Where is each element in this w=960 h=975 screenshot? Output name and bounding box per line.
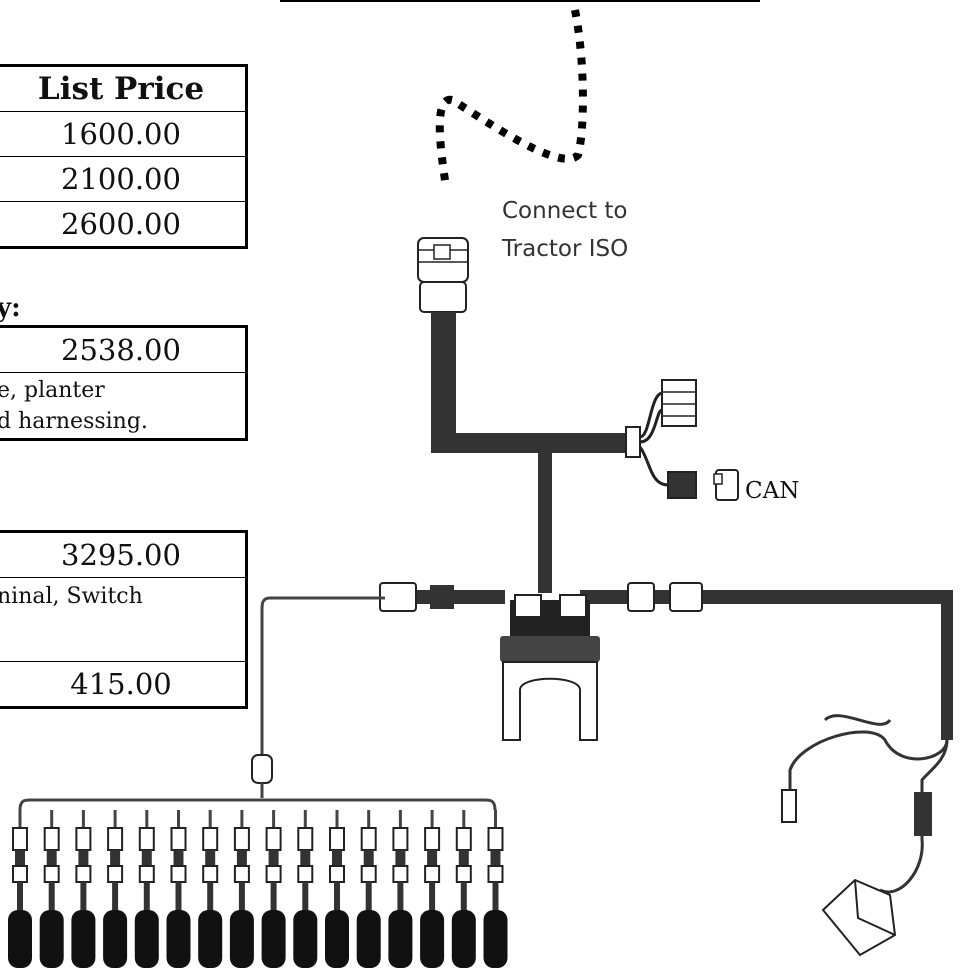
kit2-addon-price: 415.00	[0, 661, 245, 706]
row-unit-connector	[388, 810, 413, 968]
row-unit-connector	[325, 810, 349, 968]
row-unit-connector	[293, 810, 318, 968]
row-unit-connector	[166, 810, 191, 968]
kit2-price: 3295.00	[61, 538, 181, 572]
trunk-cable	[431, 312, 456, 452]
row-unit-connector	[229, 810, 254, 968]
row-unit-connector	[420, 810, 445, 968]
kit1-price: 2538.00	[61, 333, 181, 367]
list-price-header: List Price	[37, 71, 205, 107]
price-row-1: 1600.00	[0, 111, 245, 156]
row-unit-connector	[356, 810, 381, 968]
row-unit-connector	[103, 810, 128, 968]
row-unit-connectors	[8, 810, 508, 968]
dotted-cable	[435, 9, 587, 189]
row-unit-connector	[39, 810, 64, 968]
kit1-desc-line1: e, planter	[0, 372, 245, 406]
ecu-module	[500, 594, 600, 741]
can-label: CAN	[745, 478, 800, 504]
radar-sensor-assembly	[781, 714, 949, 957]
list-price-table: List Price 1600.00 2100.00 2600.00	[0, 64, 248, 249]
price-row-3: 2600.00	[0, 201, 245, 246]
connect-label-line1: Connect to	[502, 198, 628, 224]
kit-price-table-2: 3295.00 ninal, Switch 415.00	[0, 530, 248, 709]
row-unit-connector	[451, 810, 476, 968]
price-row-2: 2100.00	[0, 156, 245, 201]
ecu-trunk	[538, 453, 552, 593]
row-unit-cable	[260, 596, 385, 755]
section2-label: y:	[0, 293, 21, 323]
row-unit-connector	[8, 810, 32, 968]
power-connector	[639, 379, 697, 444]
row-unit-connector	[198, 810, 223, 968]
connect-label-line2: Tractor ISO	[502, 236, 629, 262]
row-unit-connector	[134, 810, 159, 968]
row-unit-connector	[71, 810, 96, 968]
row-unit-connector	[483, 810, 508, 968]
kit2-desc-line1: ninal, Switch	[0, 577, 245, 661]
horizontal-cable	[431, 433, 631, 453]
iso-connector	[417, 237, 469, 313]
kit1-desc-line2: d harnessing.	[0, 409, 148, 434]
can-connector	[638, 446, 739, 501]
kit-price-table-1: 2538.00 e, planter d harnessing.	[0, 325, 248, 441]
row-unit-connector	[261, 810, 286, 968]
